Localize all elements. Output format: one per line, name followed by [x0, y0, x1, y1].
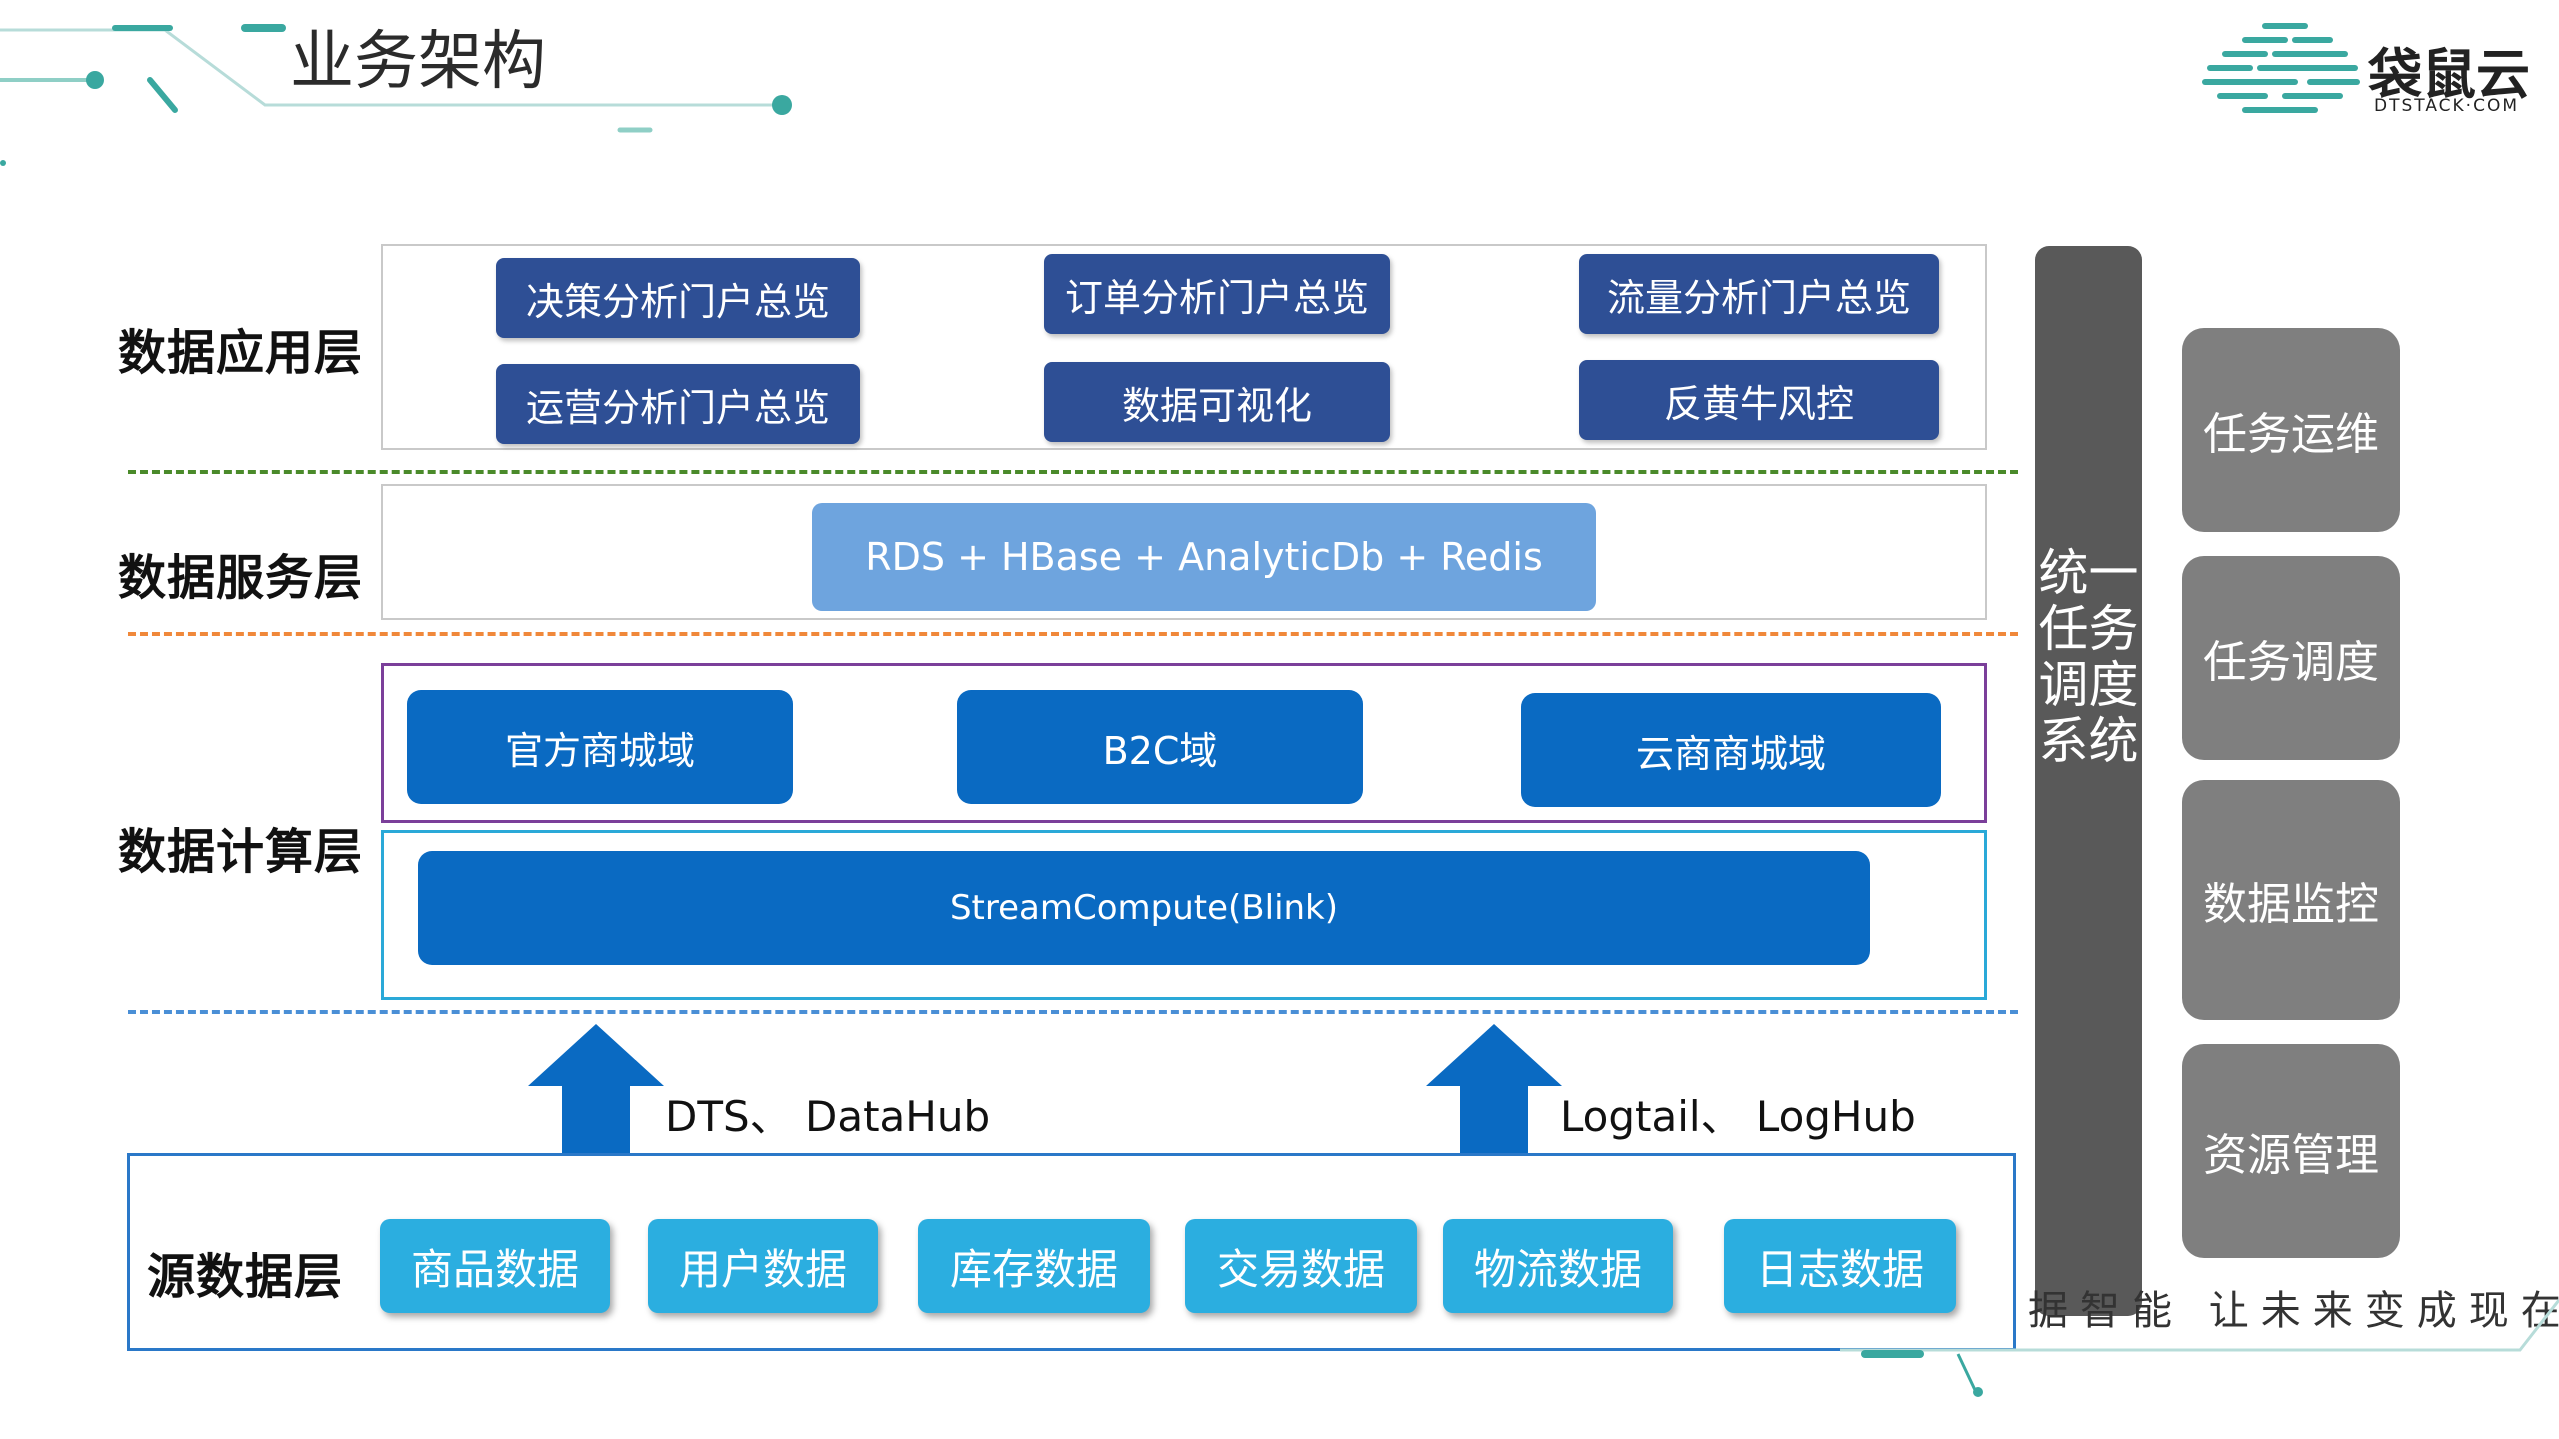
arrow-up-left-icon: [528, 1024, 664, 1156]
source-box-trade: 交易数据: [1185, 1219, 1417, 1313]
app-box-decision-portal: 决策分析门户总览: [496, 258, 860, 338]
ops-box-task-scheduling: 任务调度: [2182, 556, 2400, 760]
logo-subtitle: DTSTACK·COM: [2374, 96, 2520, 116]
service-box-storage: RDS + HBase + AnalyticDb + Redis: [812, 503, 1596, 611]
source-layer-frame: [127, 1153, 2016, 1351]
ops-box-task-operation: 任务运维: [2182, 328, 2400, 532]
layer-label-compute: 数据计算层: [118, 824, 364, 880]
app-box-operation-portal: 运营分析门户总览: [496, 364, 860, 444]
domain-box-cloud-mall: 云商商城域: [1521, 693, 1941, 807]
source-box-user: 用户数据: [648, 1219, 878, 1313]
service-layer-frame: [381, 484, 1987, 620]
app-box-order-portal: 订单分析门户总览: [1044, 254, 1390, 334]
logo-icon: [2202, 23, 2360, 113]
source-box-logistics: 物流数据: [1443, 1219, 1673, 1313]
divider-compute-source: [128, 1010, 2018, 1014]
arrow-label-logtail-loghub: Logtail、 LogHub: [1560, 1092, 1916, 1141]
stream-compute-box: StreamCompute(Blink): [418, 851, 1870, 965]
layer-label-service: 数据服务层: [118, 550, 364, 606]
logo-name: 袋鼠云: [2368, 43, 2530, 106]
footer-decoration: [1840, 1299, 2559, 1397]
compute-domain-frame: [381, 663, 1987, 823]
divider-application-service: [128, 470, 2018, 474]
source-box-product: 商品数据: [380, 1219, 610, 1313]
unified-scheduler-label: 统一任务调度系统: [2038, 544, 2139, 770]
unified-scheduler-bar: [2035, 246, 2142, 1316]
domain-box-b2c: B2C域: [957, 690, 1363, 804]
source-box-log: 日志数据: [1724, 1219, 1956, 1313]
app-box-traffic-portal: 流量分析门户总览: [1579, 254, 1939, 334]
source-box-inventory: 库存数据: [918, 1219, 1150, 1313]
application-layer-frame: [381, 244, 1987, 450]
divider-service-compute: [128, 632, 2018, 636]
header-decoration: [0, 24, 792, 166]
arrow-label-dts-datahub: DTS、 DataHub: [665, 1092, 991, 1141]
stream-compute-frame: [381, 830, 1987, 1000]
ops-box-data-monitoring: 数据监控: [2182, 780, 2400, 1020]
app-box-anti-scalper: 反黄牛风控: [1579, 360, 1939, 440]
arrow-up-right-icon: [1426, 1024, 1562, 1156]
layer-label-application: 数据应用层: [118, 325, 364, 381]
ops-box-resource-management: 资源管理: [2182, 1044, 2400, 1258]
footer-slogan: 据智能 让未来变成现在: [2028, 1288, 2559, 1334]
domain-box-official-mall: 官方商城域: [407, 690, 793, 804]
app-box-data-visualization: 数据可视化: [1044, 362, 1390, 442]
layer-label-source: 源数据层: [147, 1249, 344, 1305]
page-title: 业务架构: [290, 25, 546, 99]
